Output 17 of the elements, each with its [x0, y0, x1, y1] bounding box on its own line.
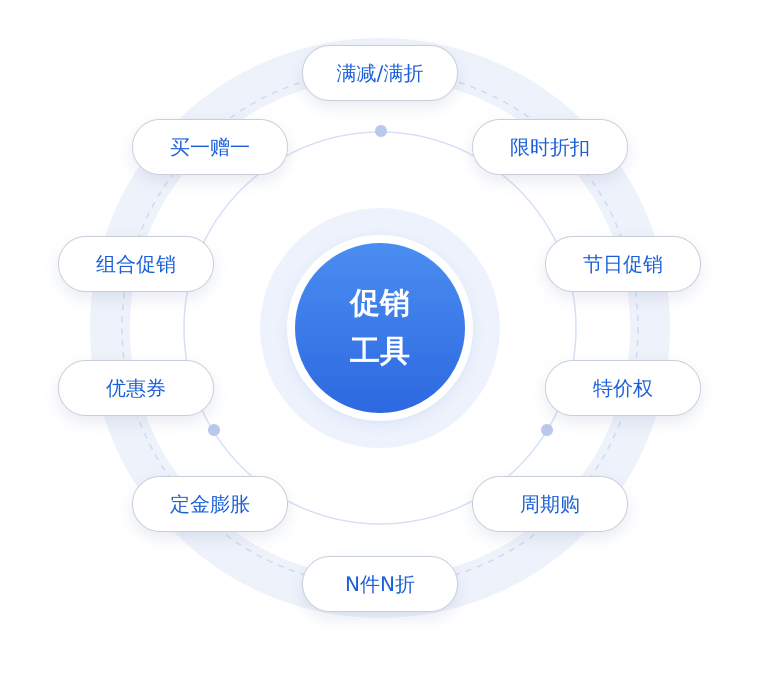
tool-pill — [472, 476, 628, 532]
tool-name: 特价权 — [593, 374, 653, 402]
tool-name: 满减/满折 — [336, 60, 424, 86]
tool-name: 组合促销 — [96, 250, 176, 278]
tool-pill — [132, 119, 288, 175]
tool-name: 优惠券 — [106, 374, 166, 402]
tool-pill — [132, 476, 288, 532]
tool-name: 周期购 — [520, 490, 580, 518]
tool-name: 限时折扣 — [510, 134, 590, 160]
tool-pill — [302, 556, 458, 612]
tool-name: 买一赠一 — [170, 134, 250, 160]
tool-pill — [302, 45, 458, 101]
tool-name: 定金膨胀 — [170, 490, 250, 518]
tool-name: N件N折 — [345, 570, 415, 598]
tool-name: 节日促销 — [583, 250, 663, 278]
hub-title: 促销工具 — [348, 285, 411, 371]
tool-pill — [472, 119, 628, 175]
